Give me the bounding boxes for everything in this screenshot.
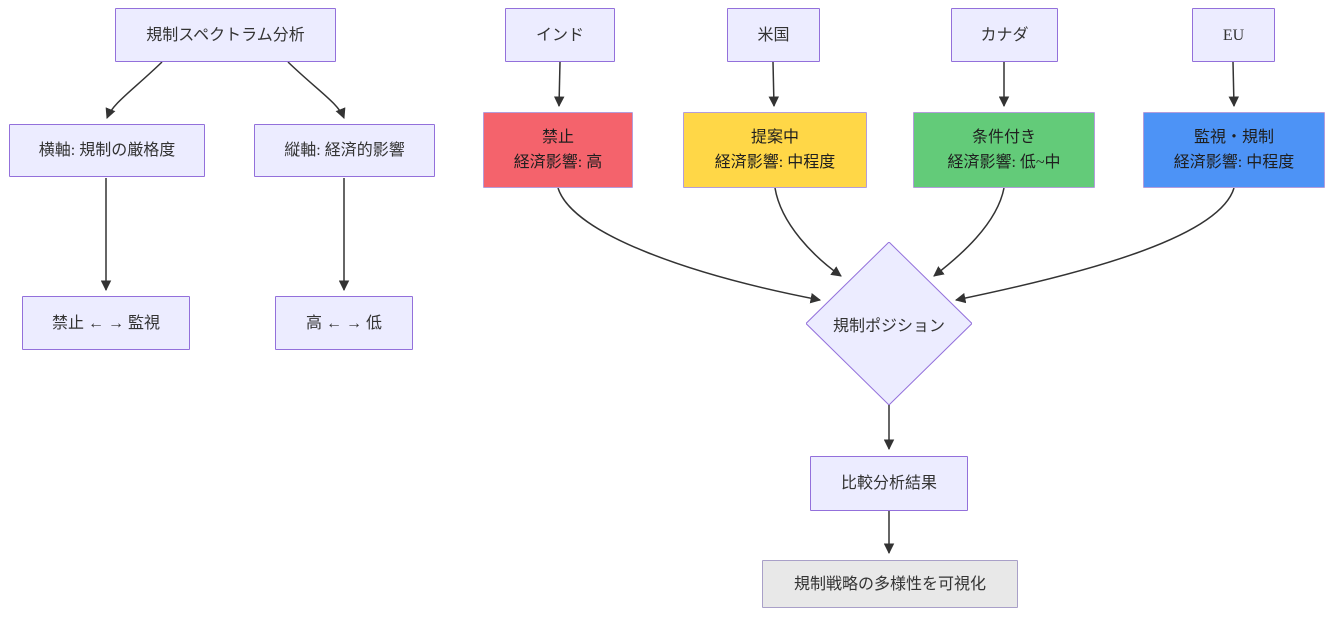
node-status-eu-title: 監視・規制 [1193, 129, 1274, 146]
edge-red-to-decision [557, 187, 822, 304]
node-root-title-label: 規制スペクトラム分析 [146, 26, 305, 44]
node-country-usa: 米国 [727, 8, 820, 62]
node-status-eu-impact: 経済影響: 中程度 [1173, 154, 1295, 171]
node-y-scale-label: 高 ← → 低 [305, 314, 382, 332]
edge-root-to-x-axis [105, 61, 163, 119]
node-status-usa-impact: 経済影響: 中程度 [714, 154, 836, 171]
node-status-india-title: 禁止 [541, 129, 574, 146]
node-country-canada: カナダ [951, 8, 1058, 62]
node-result: 比較分析結果 [810, 456, 968, 511]
edge-blue-to-decision [954, 187, 1235, 304]
node-conclusion: 規制戦略の多様性を可視化 [762, 560, 1018, 608]
node-x-axis-label: 横軸: 規制の厳格度 [38, 142, 176, 159]
edge-green-to-decision [933, 187, 1005, 277]
node-status-eu: 監視・規制 経済影響: 中程度 [1143, 112, 1325, 188]
node-status-usa-title: 提案中 [750, 129, 799, 146]
node-root-title: 規制スペクトラム分析 [115, 8, 336, 62]
node-conclusion-label: 規制戦略の多様性を可視化 [793, 575, 986, 593]
edge-yellow-to-decision [774, 187, 842, 277]
node-y-axis-label: 縦軸: 経済的影響 [284, 142, 405, 159]
edge-root-to-y-axis [287, 61, 346, 119]
node-decision-label: 規制ポジション [832, 317, 945, 335]
node-status-canada: 条件付き 経済影響: 低~中 [913, 112, 1095, 188]
node-country-usa-label: 米国 [757, 26, 790, 44]
node-country-india: インド [505, 8, 615, 62]
node-y-axis: 縦軸: 経済的影響 [254, 124, 435, 177]
decision-diamond-shape [806, 242, 972, 405]
node-status-usa: 提案中 経済影響: 中程度 [683, 112, 867, 188]
node-country-eu-label: EU [1222, 26, 1245, 44]
edge-eu-to-status [1228, 61, 1240, 108]
node-x-scale-label: 禁止 ← → 監視 [51, 314, 160, 332]
node-result-label: 比較分析結果 [840, 475, 937, 492]
node-x-axis: 横軸: 規制の厳格度 [9, 124, 205, 177]
node-country-india-label: インド [535, 26, 584, 44]
node-status-india: 禁止 経済影響: 高 [483, 112, 633, 188]
node-x-scale: 禁止 ← → 監視 [22, 296, 190, 350]
node-status-canada-impact: 経済影響: 低~中 [947, 154, 1061, 171]
node-decision-diamond: 規制ポジション [806, 242, 972, 405]
edge-usa-to-status [768, 61, 780, 108]
edge-india-to-status [553, 61, 565, 108]
node-country-eu: EU [1192, 8, 1275, 62]
node-status-canada-title: 条件付き [971, 129, 1036, 146]
node-country-canada-label: カナダ [980, 26, 1029, 44]
node-y-scale: 高 ← → 低 [275, 296, 413, 350]
node-status-india-impact: 経済影響: 高 [513, 154, 603, 171]
